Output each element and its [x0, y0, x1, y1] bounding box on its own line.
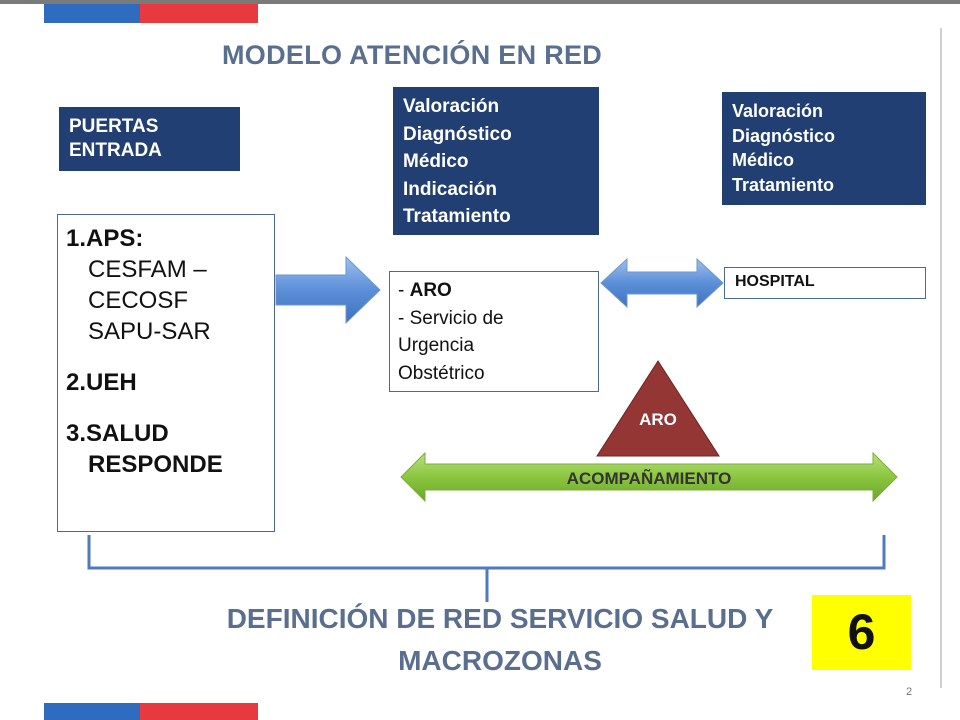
aps-heading: 1.APS:	[66, 225, 144, 252]
valoracion-center-line: Diagnóstico	[403, 123, 512, 145]
puertas-line: PUERTAS	[69, 116, 159, 137]
aps-item: CECOSF	[88, 287, 189, 314]
entrada-line: ENTRADA	[69, 140, 162, 161]
valoracion-center-line: Indicación	[403, 178, 497, 200]
valoracion-right-box: Valoración Diagnóstico Médico Tratamient…	[722, 92, 926, 205]
bottom-title: DEFINICIÓN DE RED SERVICIO SALUD Y MACRO…	[190, 598, 810, 682]
obstetrico-line: Obstétrico	[398, 362, 485, 384]
top-red-bar	[140, 4, 258, 23]
triangle-label: ARO	[639, 410, 677, 429]
valoracion-right-line: Valoración	[732, 101, 824, 121]
aro-line: - ARO	[398, 277, 590, 305]
valoracion-center-line: Valoración	[403, 96, 500, 117]
aps-item: SAPU-SAR	[88, 318, 211, 345]
acompanamiento-arrow	[400, 451, 898, 503]
bottom-blue-bar	[44, 703, 140, 720]
aro-services-box: - ARO - Servicio de Urgencia Obstétrico	[389, 271, 599, 392]
aro-label: ARO	[409, 280, 452, 301]
slide-top-edge	[0, 0, 960, 4]
salud-heading: 3.SALUD	[66, 420, 169, 447]
slide-right-edge	[940, 28, 942, 688]
aro-prefix: -	[398, 280, 410, 301]
bottom-red-bar	[140, 703, 258, 720]
valoracion-center-line: Tratamiento	[403, 206, 511, 227]
urgencia-line: Urgencia	[398, 335, 475, 356]
page-number: 2	[906, 686, 913, 698]
valoracion-right-line: Tratamiento	[732, 174, 835, 195]
valoracion-right-line: Diagnóstico	[732, 125, 836, 146]
valoracion-center-line: Médico	[403, 151, 469, 172]
valoracion-center-box: Valoración Diagnóstico Médico Indicación…	[393, 87, 599, 235]
aro-triangle	[596, 360, 720, 457]
acompanamiento-label: ACOMPAÑAMIENTO	[567, 468, 732, 488]
responde-heading: RESPONDE	[88, 451, 223, 478]
bottom-title-line: MACROZONAS	[398, 645, 602, 676]
double-arrow-hospital	[600, 257, 724, 309]
servicio-line: - Servicio de	[398, 307, 504, 329]
ueh-heading: 2.UEH	[66, 369, 137, 396]
slide-title: MODELO ATENCIÓN EN RED	[222, 40, 603, 70]
bottom-title-line: DEFINICIÓN DE RED SERVICIO SALUD Y	[226, 603, 774, 634]
aps-item: CESFAM –	[88, 256, 207, 283]
puertas-entrada-box: PUERTAS ENTRADA	[59, 107, 240, 171]
valoracion-right-line: Médico	[732, 150, 795, 170]
top-blue-bar	[44, 4, 140, 23]
entry-points-box: 1.APS: CESFAM – CECOSF SAPU-SAR 2.UEH 3.…	[57, 214, 275, 532]
hospital-box: HOSPITAL	[724, 267, 926, 299]
number-badge: 6	[812, 595, 911, 670]
bottom-bracket	[87, 535, 886, 602]
right-arrow	[275, 255, 381, 325]
